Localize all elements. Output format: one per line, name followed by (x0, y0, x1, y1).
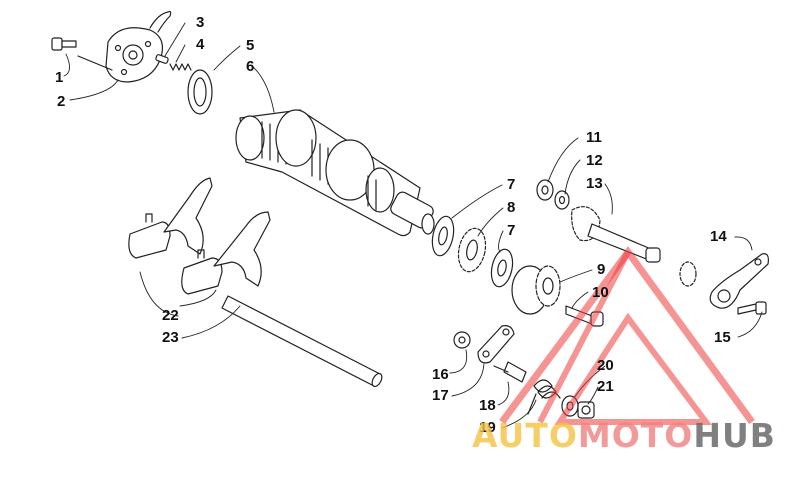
leader-lines (63, 22, 763, 429)
callout-10: 10 (592, 284, 609, 301)
bolt-1 (51, 37, 77, 51)
shift-drum-6 (235, 109, 435, 237)
callout-7-upper: 7 (507, 176, 516, 193)
watermark-moto: MOTO (577, 416, 694, 455)
pin-18 (493, 361, 527, 383)
washer-11 (536, 179, 554, 201)
nut-21 (577, 401, 595, 419)
link-plate-17 (477, 325, 515, 364)
callout-19: 19 (479, 419, 496, 436)
callout-3: 3 (196, 14, 205, 31)
watermark-text: AUTOMOTOHUB (472, 418, 776, 454)
shift-arm-14 (679, 253, 769, 309)
shift-fork-22-b (181, 211, 271, 295)
callout-21: 21 (597, 378, 614, 395)
callout-22: 22 (162, 307, 179, 324)
shift-fork-22-a (128, 177, 213, 259)
callout-15: 15 (714, 329, 731, 346)
callout-20: 20 (597, 357, 614, 374)
spring-4 (169, 63, 192, 71)
callout-6: 6 (246, 58, 255, 75)
watermark-logo-icon (499, 246, 755, 425)
watermark-hub: HUB (693, 416, 776, 455)
callout-17: 17 (432, 387, 449, 404)
washer-12 (554, 190, 570, 210)
callout-23: 23 (162, 329, 179, 346)
washer-16 (453, 331, 471, 349)
gear-9 (511, 265, 561, 315)
callout-16: 16 (432, 366, 449, 383)
toothed-washer-8 (457, 227, 487, 273)
callout-2: 2 (57, 93, 66, 110)
washer-7-lower (490, 248, 514, 288)
washer-5 (187, 69, 213, 115)
pin-3 (155, 54, 169, 64)
callout-1: 1 (55, 69, 64, 86)
washer-7-upper (431, 215, 455, 257)
callout-12: 12 (586, 152, 603, 169)
callout-18: 18 (479, 397, 496, 414)
shift-shaft-13 (571, 206, 661, 263)
callout-8: 8 (507, 199, 516, 216)
callout-14: 14 (710, 228, 727, 245)
watermark-auto: AUTO (472, 416, 578, 455)
torsion-spring-19 (527, 379, 561, 415)
callout-5: 5 (246, 37, 255, 54)
callout-9: 9 (597, 261, 606, 278)
callout-13: 13 (586, 175, 603, 192)
callout-11: 11 (586, 129, 602, 146)
fork-rod-23 (221, 295, 383, 388)
callout-7-lower: 7 (507, 222, 516, 239)
callout-4: 4 (196, 36, 205, 53)
stopper-plate-2 (77, 10, 172, 83)
